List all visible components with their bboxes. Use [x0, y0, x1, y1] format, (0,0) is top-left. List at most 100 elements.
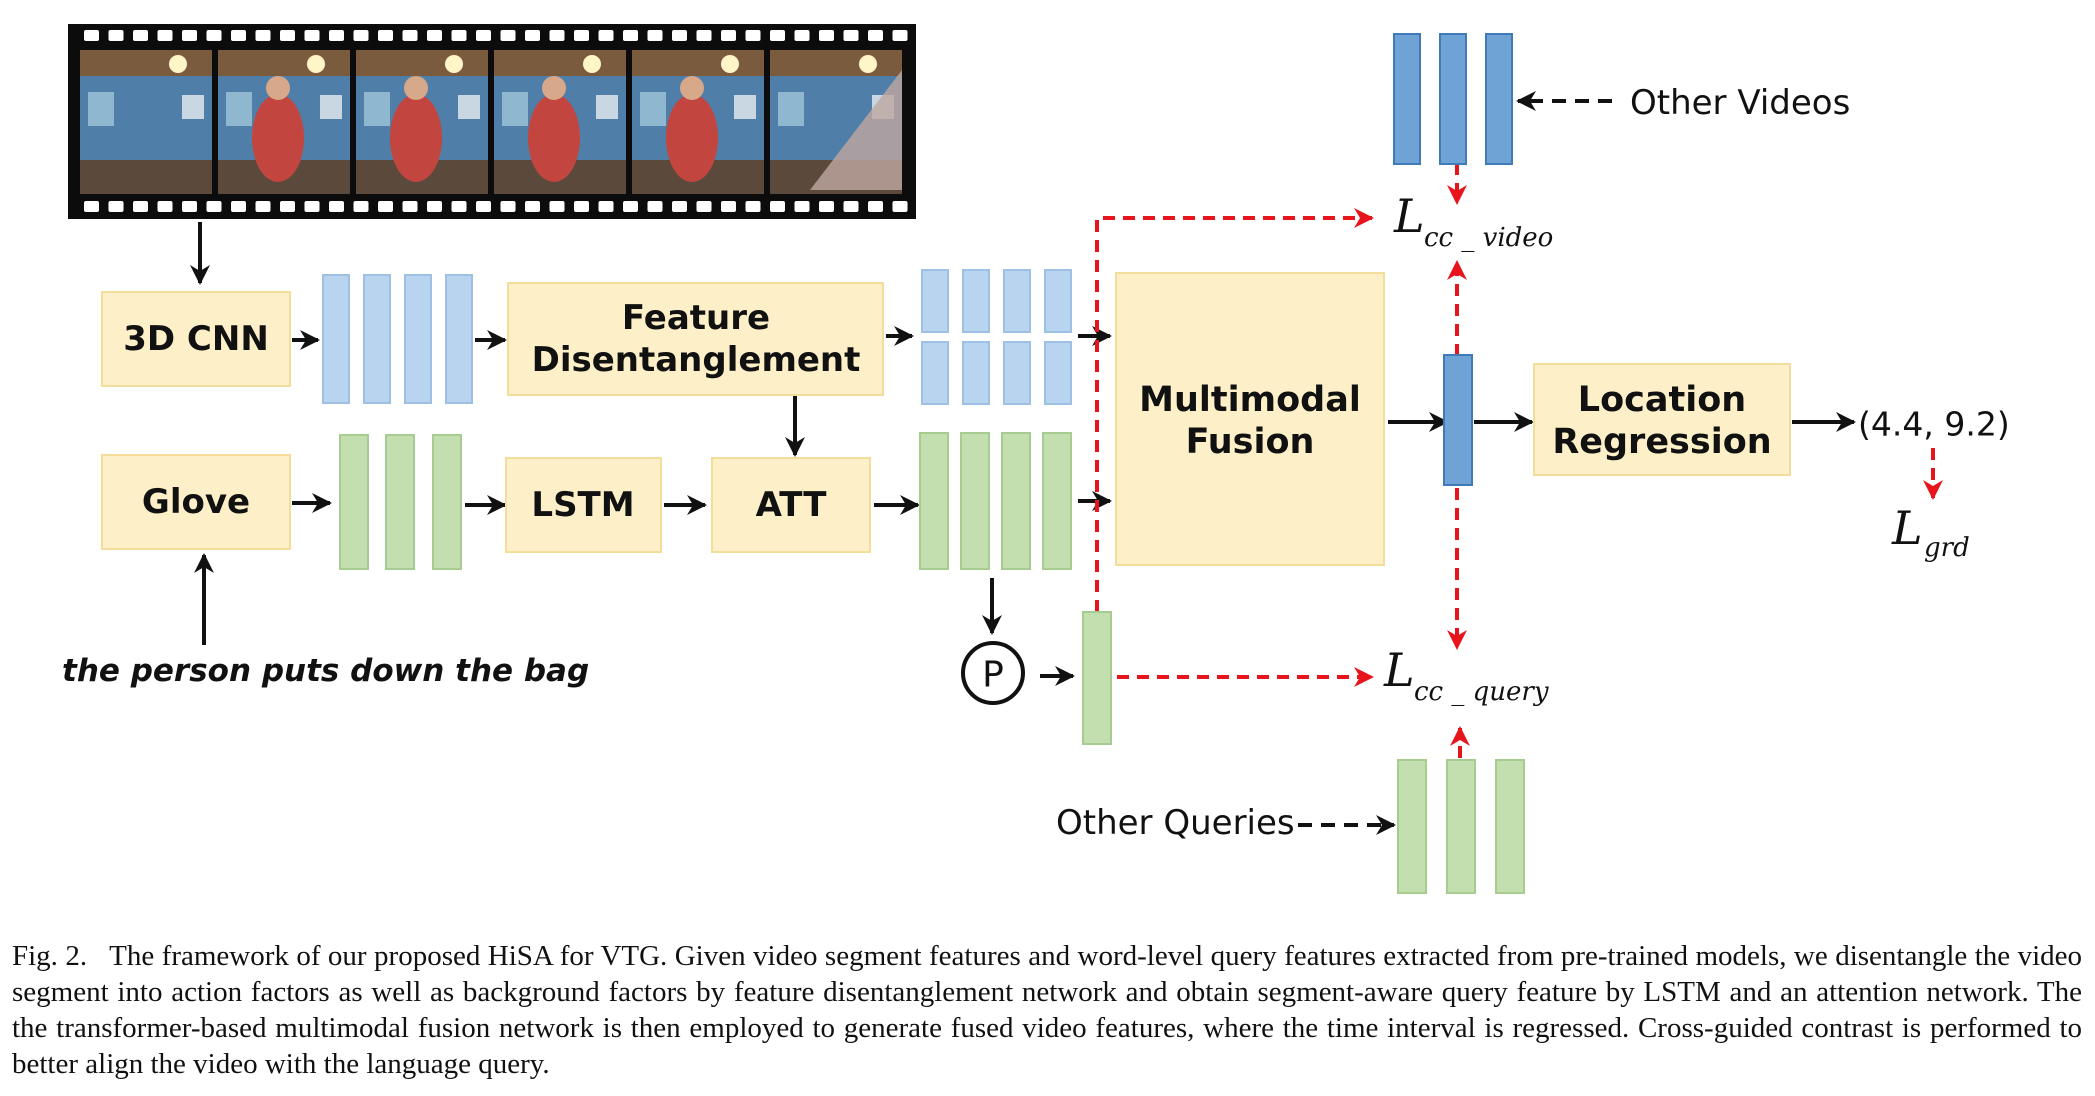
disentangled-video-features	[921, 269, 1072, 405]
sprocket-hole	[721, 30, 736, 41]
loss-video: L cc _ video	[1393, 189, 1553, 253]
output-interval: (4.4, 9.2)	[1858, 405, 2010, 444]
loss-query-symbol: L	[1383, 643, 1415, 697]
video-frame	[80, 50, 212, 194]
other-queries-label: Other Queries	[1056, 803, 1295, 843]
sprocket-hole	[353, 201, 369, 212]
sprocket-hole	[206, 201, 222, 212]
sprocket-hole	[157, 201, 173, 212]
sprocket-hole	[427, 201, 442, 212]
contrast-arrows	[1095, 163, 1943, 758]
sprocket-hole	[598, 30, 614, 41]
sprocket-hole	[108, 201, 124, 212]
sprocket-hole	[525, 201, 540, 212]
sprocket-hole	[157, 30, 173, 41]
video-frame	[218, 50, 350, 194]
multimodal-fusion-label-1: Multimodal	[1139, 380, 1361, 420]
sprocket-hole	[770, 201, 785, 212]
pooling-symbol: P	[982, 655, 1004, 696]
sprocket-hole	[476, 201, 491, 212]
video-frame	[356, 50, 488, 194]
video-frame	[632, 50, 764, 194]
sprocket-hole	[182, 201, 197, 212]
sprocket-hole	[549, 30, 565, 41]
sprocket-hole	[819, 30, 834, 41]
sprocket-hole	[280, 201, 295, 212]
flow-arrows	[190, 91, 1856, 835]
sprocket-hole	[794, 201, 810, 212]
sprocket-hole	[549, 201, 565, 212]
sprocket-hole	[868, 201, 883, 212]
sprocket-hole	[182, 30, 197, 41]
loss-grounding: L grd	[1891, 501, 1970, 563]
sprocket-hole	[451, 30, 467, 41]
video-frame	[770, 50, 902, 194]
sprocket-hole	[427, 30, 442, 41]
sprocket-hole	[378, 201, 393, 212]
other-videos-label: Other Videos	[1630, 83, 1850, 123]
sprocket-hole	[892, 201, 908, 212]
sprocket-hole	[647, 30, 663, 41]
sprocket-hole	[304, 30, 320, 41]
sprocket-hole	[794, 30, 810, 41]
sprocket-hole	[868, 30, 883, 41]
location-regression-label-2: Regression	[1552, 422, 1771, 462]
sprocket-hole	[84, 30, 99, 41]
sprocket-hole	[255, 30, 271, 41]
sprocket-hole	[623, 201, 638, 212]
sprocket-hole	[451, 201, 467, 212]
lstm-label: LSTM	[531, 485, 634, 525]
location-regression-box: Location Regression	[1533, 363, 1791, 476]
sprocket-hole	[133, 30, 148, 41]
feature-disentanglement-box: Feature Disentanglement	[507, 282, 884, 396]
loss-query-subscript: cc _ query	[1414, 677, 1549, 707]
sprocket-hole	[574, 30, 589, 41]
video-filmstrip	[68, 24, 916, 219]
sprocket-hole	[843, 201, 859, 212]
sprocket-hole	[304, 201, 320, 212]
sprocket-hole	[574, 201, 589, 212]
loss-video-subscript: cc _ video	[1424, 223, 1553, 253]
framework-diagram: 3D CNN Feature Disentanglement Glove LST…	[62, 24, 2010, 894]
sprocket-hole	[745, 30, 761, 41]
video-features-cnn	[322, 274, 473, 404]
sprocket-hole	[329, 30, 344, 41]
other-query-features	[1397, 759, 1525, 894]
sprocket-hole	[476, 30, 491, 41]
multimodal-fusion-box: Multimodal Fusion	[1115, 272, 1385, 566]
pooled-query-feature	[1082, 611, 1112, 745]
feature-disentanglement-label-1: Feature	[622, 298, 770, 338]
sprocket-hole	[892, 30, 908, 41]
sprocket-hole	[696, 201, 712, 212]
sprocket-hole	[500, 201, 516, 212]
sprocket-hole	[721, 201, 736, 212]
loss-query: L cc _ query	[1383, 643, 1549, 707]
sprocket-hole	[206, 30, 222, 41]
caption-text: The framework of our proposed HiSA for V…	[12, 940, 2083, 1080]
glove-box: Glove	[101, 454, 291, 550]
sprocket-hole	[108, 30, 124, 41]
loss-grounding-subscript: grd	[1924, 533, 1970, 563]
cnn-box: 3D CNN	[101, 291, 291, 387]
segment-aware-query-features	[919, 432, 1072, 570]
sprocket-hole	[598, 201, 614, 212]
figure-label: Fig. 2.	[12, 940, 88, 972]
sprocket-hole	[402, 201, 418, 212]
sprocket-hole	[770, 30, 785, 41]
sprocket-hole	[672, 201, 687, 212]
figure-caption: Fig. 2.The framework of our proposed HiS…	[12, 938, 2082, 1082]
sprocket-hole	[353, 30, 369, 41]
sprocket-hole	[696, 30, 712, 41]
glove-label: Glove	[142, 482, 250, 522]
sprocket-hole	[647, 201, 663, 212]
sprocket-hole	[378, 30, 393, 41]
sprocket-hole	[819, 201, 834, 212]
att-box: ATT	[711, 457, 871, 553]
feature-disentanglement-label-2: Disentanglement	[532, 340, 861, 380]
sprocket-hole	[84, 201, 99, 212]
sprocket-hole	[231, 30, 246, 41]
other-video-features	[1393, 33, 1513, 165]
query-sentence: the person puts down the bag	[62, 653, 589, 689]
sprocket-hole	[500, 30, 516, 41]
video-frame	[494, 50, 626, 194]
